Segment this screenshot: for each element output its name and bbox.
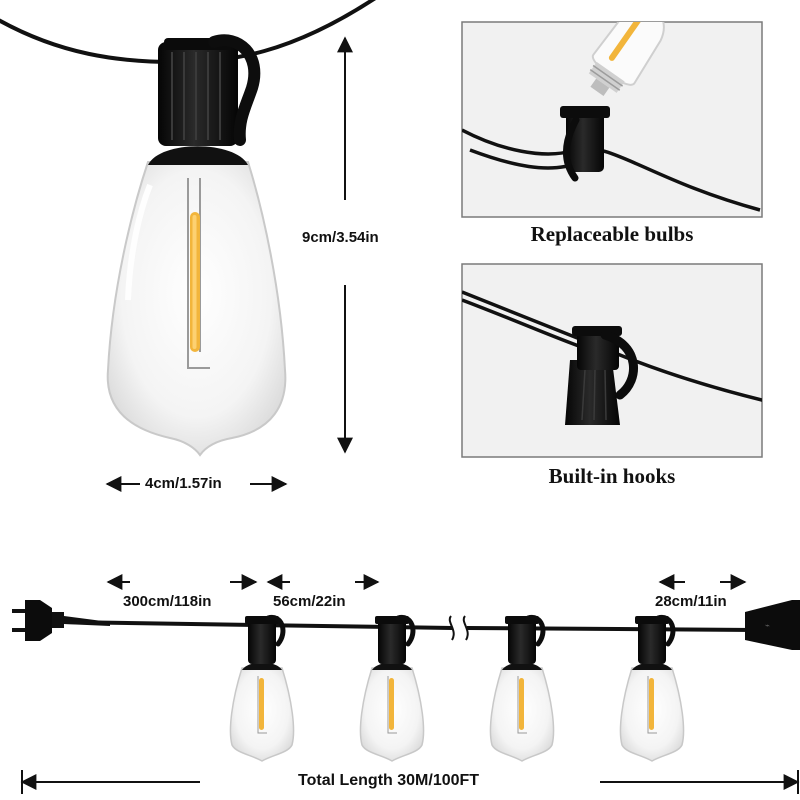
photo-built-in-hooks (461, 263, 763, 458)
height-label: 9cm/3.54in (302, 227, 379, 248)
total-length-label: Total Length 30M/100FT (292, 772, 486, 790)
lead-cable-label: 300cm/118in (123, 593, 212, 610)
large-bulb (106, 34, 287, 457)
end-connector-icon: ⌁ (745, 600, 800, 650)
string-bulb (619, 614, 685, 762)
large-bulb-hook (208, 34, 261, 146)
feature-caption-hooks: Built-in hooks (548, 464, 676, 488)
cable-break-icon (448, 615, 469, 641)
width-label: 4cm/1.57in (145, 475, 222, 492)
string-bulb (489, 614, 555, 762)
bulb-spacing-label: 56cm/22in (273, 593, 346, 610)
photo-replaceable-bulbs (461, 21, 763, 218)
string-bulb (229, 614, 295, 762)
string-bulb (359, 614, 425, 762)
end-cable-label: 28cm/11in (655, 593, 727, 610)
large-bulb-socket-rim (148, 146, 248, 165)
svg-text:⌁: ⌁ (765, 621, 770, 630)
large-bulb-socket (158, 42, 238, 146)
feature-caption-replaceable: Replaceable bulbs (530, 222, 694, 246)
